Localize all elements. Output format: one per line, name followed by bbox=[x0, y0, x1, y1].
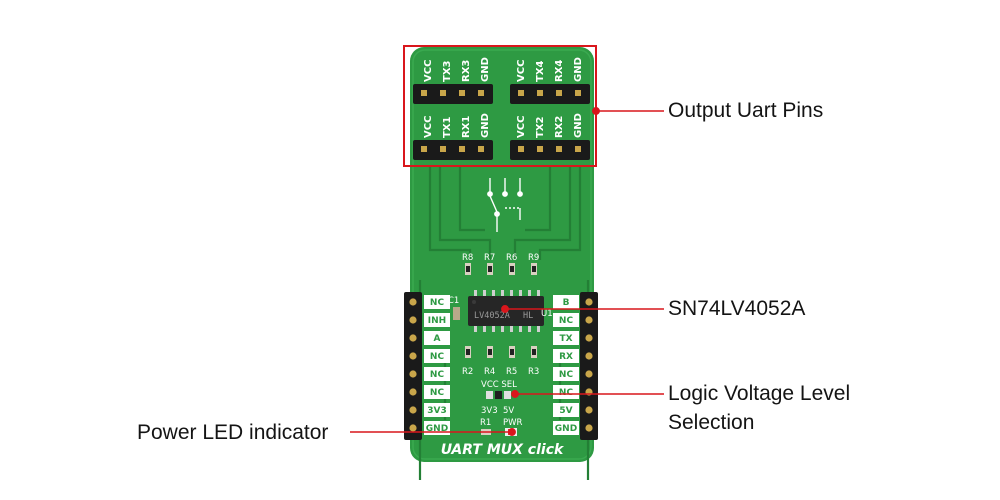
hdr-label: VCC bbox=[516, 116, 527, 138]
vcc-sel-option: 3V3 bbox=[481, 406, 498, 416]
right-pin-label: NC bbox=[559, 370, 574, 380]
ic-marking: HL bbox=[523, 311, 533, 321]
ic-marking: LV4052A bbox=[474, 311, 510, 321]
left-pin-label: 3V3 bbox=[427, 406, 447, 416]
resistor-label: R8 bbox=[462, 253, 473, 263]
right-pin-label: B bbox=[563, 298, 570, 308]
right-pin-header bbox=[580, 292, 598, 440]
right-pin-labels bbox=[553, 295, 579, 435]
right-pin-label: NC bbox=[559, 316, 574, 326]
hdr-label: RX2 bbox=[554, 116, 565, 138]
vcc-sel-option: 5V bbox=[503, 406, 514, 416]
callout-logic-voltage-line1: Logic Voltage Level bbox=[668, 382, 851, 405]
hdr-label: GND bbox=[480, 57, 491, 82]
capacitor-c1 bbox=[453, 307, 460, 320]
hdr-label: GND bbox=[480, 113, 491, 138]
vcc-sel-label: VCC SEL bbox=[481, 380, 517, 390]
hdr-label: VCC bbox=[423, 116, 434, 138]
board-title: UART MUX click bbox=[441, 442, 565, 458]
hdr-label: VCC bbox=[423, 60, 434, 82]
callout-power-led: Power LED indicator bbox=[137, 421, 329, 444]
top-header-bottom-right bbox=[510, 140, 590, 160]
left-pin-label: NC bbox=[430, 352, 445, 362]
left-pin-label: NC bbox=[430, 388, 445, 398]
hdr-label: TX2 bbox=[535, 116, 546, 138]
top-header-bottom-left bbox=[413, 140, 493, 160]
hdr-label: GND bbox=[573, 113, 584, 138]
hdr-label: TX4 bbox=[535, 60, 546, 82]
left-pin-label: A bbox=[434, 334, 441, 344]
ic-designator: U1 bbox=[541, 309, 553, 319]
resistor-label: R5 bbox=[506, 367, 517, 377]
callout-lines bbox=[350, 107, 664, 436]
resistor-label: R6 bbox=[506, 253, 517, 263]
hdr-label: VCC bbox=[516, 60, 527, 82]
output-pins-highlight-box bbox=[403, 45, 597, 167]
hdr-label: GND bbox=[573, 57, 584, 82]
resistors-bottom bbox=[465, 346, 537, 358]
callout-output-uart-pins: Output Uart Pins bbox=[668, 99, 824, 122]
hdr-label: RX4 bbox=[554, 60, 565, 82]
callout-logic-voltage-line2: Selection bbox=[668, 411, 755, 434]
left-pin-label: NC bbox=[430, 370, 445, 380]
led-resistor-label: R1 bbox=[480, 418, 491, 428]
left-pin-label: NC bbox=[430, 298, 445, 308]
right-pin-label: NC bbox=[559, 388, 574, 398]
mux-switch-symbol bbox=[487, 178, 523, 232]
resistor-label: R7 bbox=[484, 253, 495, 263]
hdr-label: TX3 bbox=[442, 60, 453, 82]
top-header-top-left bbox=[413, 84, 493, 104]
pcb-board bbox=[410, 47, 594, 462]
left-pin-labels bbox=[424, 295, 450, 435]
resistor-label: R4 bbox=[484, 367, 495, 377]
left-pin-label: INH bbox=[428, 316, 446, 326]
resistor-label: R2 bbox=[462, 367, 473, 377]
hdr-label: TX1 bbox=[442, 116, 453, 138]
capacitor-label: C1 bbox=[448, 296, 459, 306]
callout-ic-name: SN74LV4052A bbox=[668, 297, 806, 320]
vcc-sel-jumper bbox=[486, 391, 511, 399]
right-pin-label: RX bbox=[559, 352, 573, 362]
resistors-top bbox=[465, 263, 537, 275]
left-pin-header bbox=[404, 292, 422, 440]
right-pin-label: TX bbox=[559, 334, 572, 344]
hdr-label: RX3 bbox=[461, 60, 472, 82]
led-label: PWR bbox=[503, 418, 523, 428]
resistor-label: R9 bbox=[528, 253, 539, 263]
resistor-label: R3 bbox=[528, 367, 539, 377]
right-pin-label: GND bbox=[555, 424, 577, 434]
top-header-top-right bbox=[510, 84, 590, 104]
hdr-label: RX1 bbox=[461, 116, 472, 138]
left-pin-label: GND bbox=[426, 424, 448, 434]
right-pin-label: 5V bbox=[559, 406, 572, 416]
